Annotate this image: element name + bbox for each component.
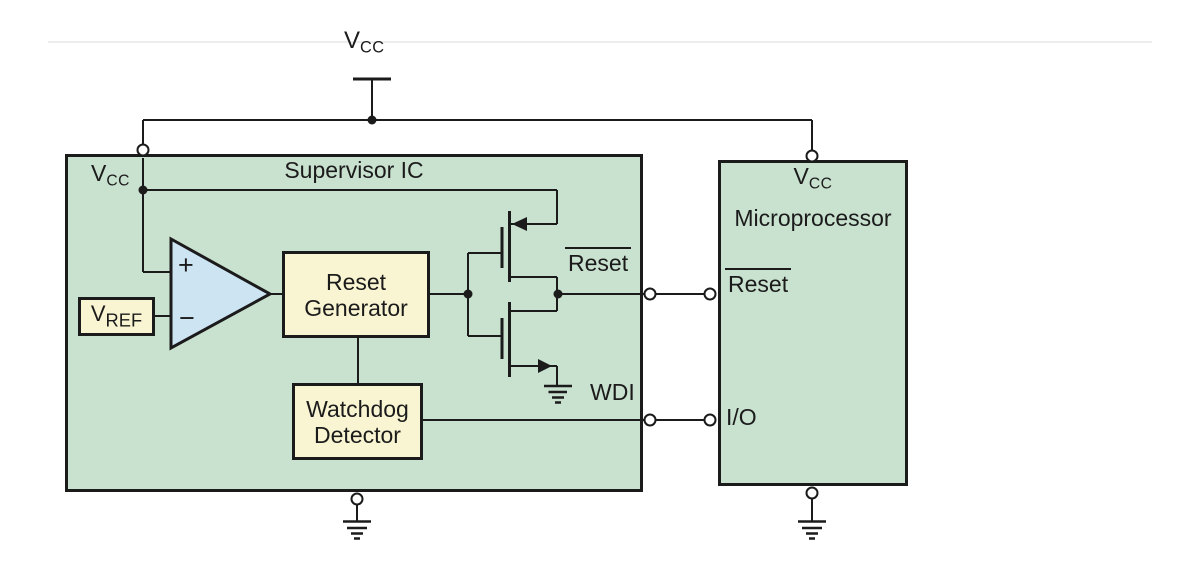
supervisor-ground-symbol xyxy=(343,505,371,540)
supervisor-wdi-pin-circle xyxy=(643,413,657,427)
microprocessor-title: Microprocessor xyxy=(734,205,892,231)
reset-generator-label-line1: Reset xyxy=(325,268,387,295)
vcc-supply-label: VCC xyxy=(344,27,385,57)
microprocessor-io-pin-circle xyxy=(703,413,717,427)
microprocessor-block xyxy=(718,160,908,486)
supervisor-ic-title: Supervisor IC xyxy=(284,157,424,183)
junction-dots xyxy=(138,115,563,299)
reset-generator-block: Reset Generator xyxy=(282,251,430,338)
reset-generator-label-line2: Generator xyxy=(304,294,408,321)
microprocessor-vcc-pin-circle xyxy=(805,149,819,163)
nmos-transistor xyxy=(500,294,558,385)
microprocessor-gnd-pin-circle xyxy=(805,486,819,500)
vref-block: VREF xyxy=(78,297,155,336)
page-divider-line xyxy=(48,41,1152,43)
reset-output-label: Reset xyxy=(565,247,632,276)
pmos-arrowhead xyxy=(512,217,527,231)
watchdog-detector-label-line1: Watchdog xyxy=(306,395,409,422)
wdi-output-label: WDI xyxy=(590,379,635,405)
comparator-plus-sign: + xyxy=(178,250,194,280)
vcc-supply-symbol xyxy=(353,77,391,120)
watchdog-detector-label-line2: Detector xyxy=(314,421,401,448)
microprocessor-ground-symbol xyxy=(798,499,826,540)
supervisor-gnd-pin-circle xyxy=(350,492,364,506)
supervisor-reset-pin-circle xyxy=(643,287,657,301)
vref-label: VREF xyxy=(90,301,143,331)
microprocessor-vcc-pin-label: VCC xyxy=(793,163,833,193)
pmos-transistor xyxy=(500,211,558,294)
microprocessor-reset-pin-circle xyxy=(703,287,717,301)
supervisor-vcc-pin-circle xyxy=(136,143,150,157)
comparator-triangle xyxy=(169,236,274,351)
nmos-arrowhead xyxy=(538,359,552,373)
watchdog-detector-block: Watchdog Detector xyxy=(292,383,423,460)
power-rail-wire xyxy=(142,119,813,150)
comparator-minus-sign: − xyxy=(179,303,195,333)
pin-circles xyxy=(136,143,819,506)
microprocessor-reset-pin-label: Reset xyxy=(725,268,792,297)
supervisor-vcc-pin-label: VCC xyxy=(91,160,130,190)
microprocessor-io-pin-label: I/O xyxy=(726,404,757,430)
supervisor-vcc-rail xyxy=(142,158,558,273)
mosfet-ground-symbol xyxy=(544,384,572,404)
